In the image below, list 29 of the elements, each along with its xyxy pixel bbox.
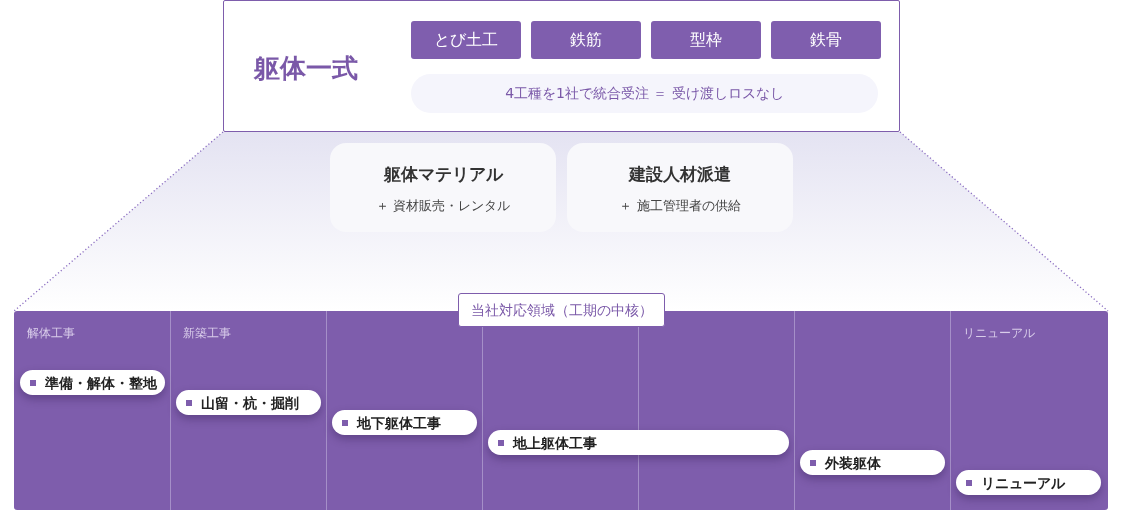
trade-tag: 鉄筋 <box>531 21 641 59</box>
dotted-connector <box>899 131 1109 312</box>
phase-pill <box>800 450 945 475</box>
phase-pill <box>176 390 321 415</box>
card-subtitle: ＋ 施工管理者の供給 <box>619 197 741 215</box>
card-title: 建設人材派遣 <box>629 163 731 186</box>
phase-heading: リニューアル <box>963 325 1035 341</box>
trade-tag: 鉄骨 <box>771 21 881 59</box>
phase-label: リニューアル <box>981 473 1065 492</box>
phase-pill <box>332 410 477 435</box>
phase-heading: 新築工事 <box>183 325 231 341</box>
trade-tag: 型枠 <box>651 21 761 59</box>
card-subtitle: ＋ 資材販売・レンタル <box>375 197 511 215</box>
summary-banner: 4工種を1社で統合受注 ＝ 受け渡しロスなし <box>411 74 878 113</box>
phase-pill <box>956 470 1101 495</box>
phase-pill <box>20 370 165 395</box>
phase-pill <box>488 430 789 455</box>
panel-heading: 躯体一式 <box>254 52 359 85</box>
phase-label: 地下躯体工事 <box>357 413 441 432</box>
phase-label: 外装躯体 <box>825 453 881 472</box>
phase-label: 山留・杭・掘削 <box>201 393 299 412</box>
dotted-connector <box>13 131 224 312</box>
phase-label: 地上躯体工事 <box>513 433 597 452</box>
trade-tag: とび土工 <box>411 21 521 59</box>
phase-label: 準備・解体・整地 <box>45 373 157 392</box>
card-title: 躯体マテリアル <box>383 163 503 186</box>
scope-panel <box>223 0 900 132</box>
scope-tab: 当社対応領域（工期の中核） <box>458 293 665 327</box>
phase-heading: 解体工事 <box>27 325 75 341</box>
